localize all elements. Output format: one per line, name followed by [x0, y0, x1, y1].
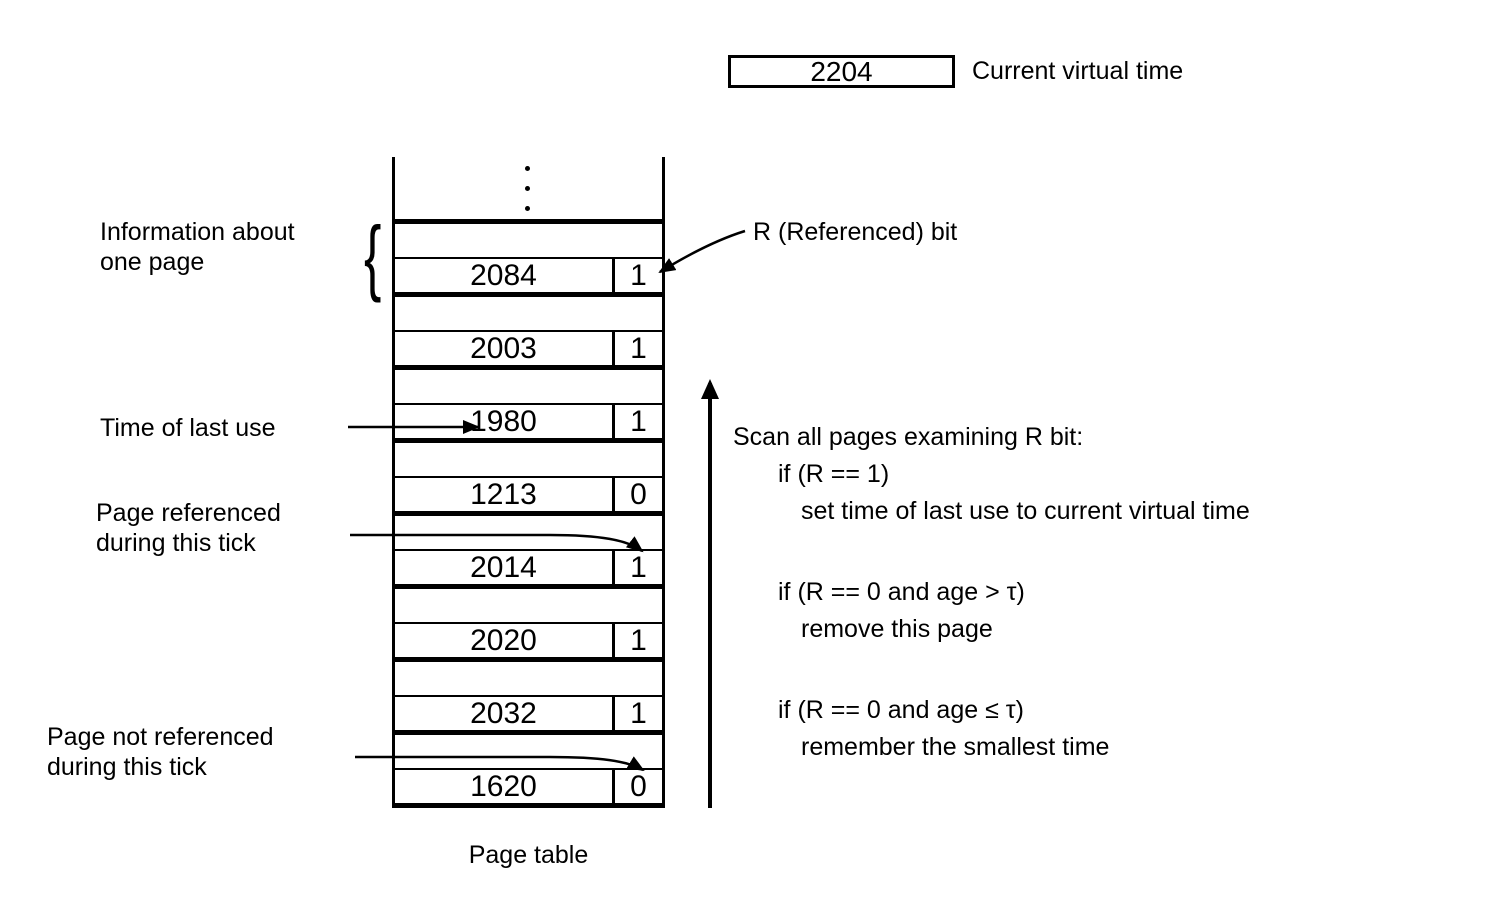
current-virtual-time-label: Current virtual time — [972, 57, 1184, 85]
r-bit-value: 1 — [630, 696, 647, 730]
page-table-entry: 2014 1 — [395, 511, 662, 584]
page-table: 2084 1 2003 1 1980 1 1213 0 2014 1 2020 1 2032 1 1620 0 — [392, 157, 665, 808]
r-bit-value: 0 — [630, 769, 647, 803]
page-entry-other-info — [395, 662, 662, 695]
page-entry-value-row: 1620 0 — [395, 768, 662, 803]
r-referenced-bit-label: R (Referenced) bit — [753, 218, 958, 246]
algorithm-description: Scan all pages examining R bit: if (R == … — [733, 419, 1250, 766]
ellipsis-dot — [525, 186, 530, 191]
page-entry-other-info — [395, 735, 662, 768]
label-line: one page — [100, 248, 205, 276]
time-of-last-use-value: 2003 — [395, 332, 615, 365]
r-bit-value: 1 — [630, 258, 647, 292]
r-bit-value: 1 — [630, 404, 647, 438]
algorithm-line: if (R == 0 and age ≤ τ) — [778, 696, 1024, 724]
time-of-last-use-value: 2084 — [395, 259, 615, 292]
page-table-entry: 1980 1 — [395, 365, 662, 438]
current-virtual-time-box: 2204 — [728, 55, 955, 88]
page-table-entry: 2003 1 — [395, 292, 662, 365]
r-bit-value: 1 — [630, 550, 647, 584]
ellipsis-dot — [525, 166, 530, 171]
page-entry-other-info — [395, 297, 662, 330]
page-entry-value-row: 2003 1 — [395, 330, 662, 365]
page-table-entries: 2084 1 2003 1 1980 1 1213 0 2014 1 2020 1 2032 1 1620 0 — [395, 219, 662, 808]
page-referenced-label: Page referenced during this tick — [96, 498, 281, 558]
page-table-caption: Page table — [468, 841, 589, 869]
algorithm-line: Scan all pages examining R bit: — [733, 423, 1084, 451]
label-line: Information about — [100, 218, 295, 246]
label-line: during this tick — [47, 753, 207, 781]
algorithm-line: remove this page — [801, 615, 993, 643]
page-entry-other-info — [395, 224, 662, 257]
page-entry-other-info — [395, 589, 662, 622]
page-entry-value-row: 2020 1 — [395, 622, 662, 657]
page-entry-other-info — [395, 370, 662, 403]
time-of-last-use-value: 1213 — [395, 478, 615, 511]
algorithm-line: remember the smallest time — [801, 733, 1110, 761]
page-table-entry: 2020 1 — [395, 584, 662, 657]
page-entry-value-row: 1213 0 — [395, 476, 662, 511]
time-of-last-use-value: 1620 — [395, 770, 615, 803]
page-not-referenced-label: Page not referenced during this tick — [47, 722, 274, 782]
algorithm-line: if (R == 1) — [778, 460, 890, 488]
current-virtual-time-value: 2204 — [810, 55, 873, 87]
page-entry-value-row: 2032 1 — [395, 695, 662, 730]
page-table-entry: 2032 1 — [395, 657, 662, 730]
time-of-last-use-value: 2020 — [395, 624, 615, 657]
time-of-last-use-value: 2032 — [395, 697, 615, 730]
page-table-ellipsis — [395, 157, 662, 219]
ellipsis-dot — [525, 206, 530, 211]
one-page-brace: { — [364, 209, 382, 303]
algorithm-line: if (R == 0 and age > τ) — [778, 578, 1025, 606]
page-entry-other-info — [395, 516, 662, 549]
page-table-entry: 1620 0 — [395, 730, 662, 803]
r-bit-value: 1 — [630, 623, 647, 657]
page-entry-other-info — [395, 443, 662, 476]
page-table-entry: 1213 0 — [395, 438, 662, 511]
label-line: during this tick — [96, 529, 256, 557]
time-of-last-use-label: Time of last use — [100, 414, 276, 442]
info-about-one-page-label: Information about one page — [100, 217, 295, 277]
r-bit-value: 1 — [630, 331, 647, 365]
page-entry-value-row: 2014 1 — [395, 549, 662, 584]
label-line: Page not referenced — [47, 723, 274, 751]
algorithm-line: set time of last use to current virtual … — [801, 497, 1250, 525]
time-of-last-use-value: 1980 — [395, 405, 615, 438]
page-table-entry: 2084 1 — [395, 219, 662, 292]
r-bit-value: 0 — [630, 477, 647, 511]
page-entry-value-row: 2084 1 — [395, 257, 662, 292]
r-bit-arrow — [658, 229, 746, 274]
label-line: Page referenced — [96, 499, 281, 527]
time-of-last-use-value: 2014 — [395, 551, 615, 584]
page-entry-value-row: 1980 1 — [395, 403, 662, 438]
